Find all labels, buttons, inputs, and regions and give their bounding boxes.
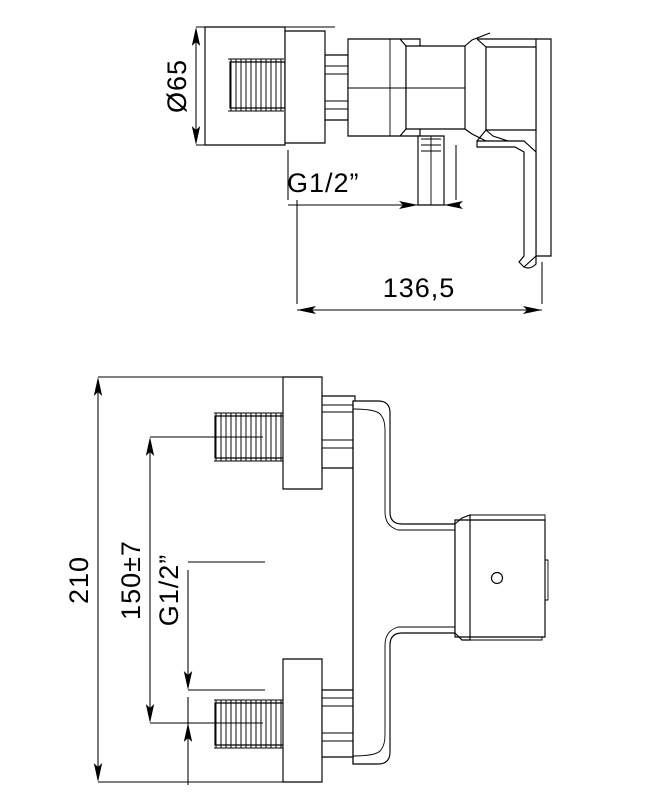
dimension-arrow-icon bbox=[191, 126, 201, 145]
center-distance-150-dimension: 150±7 bbox=[116, 436, 263, 724]
escutcheon-plate-lower-front bbox=[282, 658, 323, 783]
height-210-label: 210 bbox=[64, 556, 94, 604]
escutcheon-plate-upper-front bbox=[282, 376, 323, 490]
dimension-arrow-icon bbox=[145, 704, 155, 723]
top-view-group: Ø65 bbox=[162, 26, 552, 314]
thread-label-top: G1/2” bbox=[287, 168, 360, 198]
diameter-65-label: Ø65 bbox=[162, 59, 192, 113]
dimension-arrow-icon bbox=[183, 723, 193, 742]
dimension-arrow-icon bbox=[93, 763, 103, 782]
mixer-body-top bbox=[347, 32, 491, 142]
dimension-arrow-icon bbox=[297, 306, 316, 314]
height-210-dimension: 210 bbox=[64, 376, 290, 783]
escutcheon-plate-top bbox=[284, 30, 326, 144]
dimension-arrow-icon bbox=[183, 671, 193, 690]
lever-handle-front bbox=[454, 514, 549, 641]
connector-collar-lower-front bbox=[321, 689, 356, 758]
diameter-65-dimension: Ø65 bbox=[162, 26, 335, 146]
center-distance-150-label: 150±7 bbox=[116, 540, 146, 620]
length-136-5-label: 136,5 bbox=[383, 273, 456, 303]
inlet-body-left bbox=[204, 26, 286, 146]
thread-dimension-front: G1/2” bbox=[154, 554, 265, 785]
dimension-arrow-icon bbox=[191, 27, 201, 46]
dimension-arrow-icon bbox=[399, 201, 418, 209]
dimension-arrow-icon bbox=[145, 437, 155, 456]
thread-label-front: G1/2” bbox=[154, 554, 184, 627]
length-136-5-dimension: 136,5 bbox=[296, 200, 543, 314]
outlet-nipple-top bbox=[417, 135, 445, 206]
thread-dimension-top: G1/2” bbox=[287, 145, 463, 209]
dimension-arrow-icon bbox=[93, 377, 103, 396]
dimension-arrow-icon bbox=[523, 306, 542, 314]
lever-handle-top bbox=[476, 38, 552, 269]
circle-hole-icon bbox=[490, 571, 504, 585]
connector-collar-upper-front bbox=[321, 395, 356, 469]
inlet-thread-lower-front bbox=[214, 699, 286, 749]
front-view-group: 210 150±7 G1/2” bbox=[64, 376, 549, 785]
dimension-arrow-icon bbox=[444, 201, 463, 209]
mixer-body-front bbox=[352, 400, 456, 765]
connector-collar-top bbox=[324, 54, 349, 121]
inlet-thread-upper-front bbox=[214, 412, 286, 462]
